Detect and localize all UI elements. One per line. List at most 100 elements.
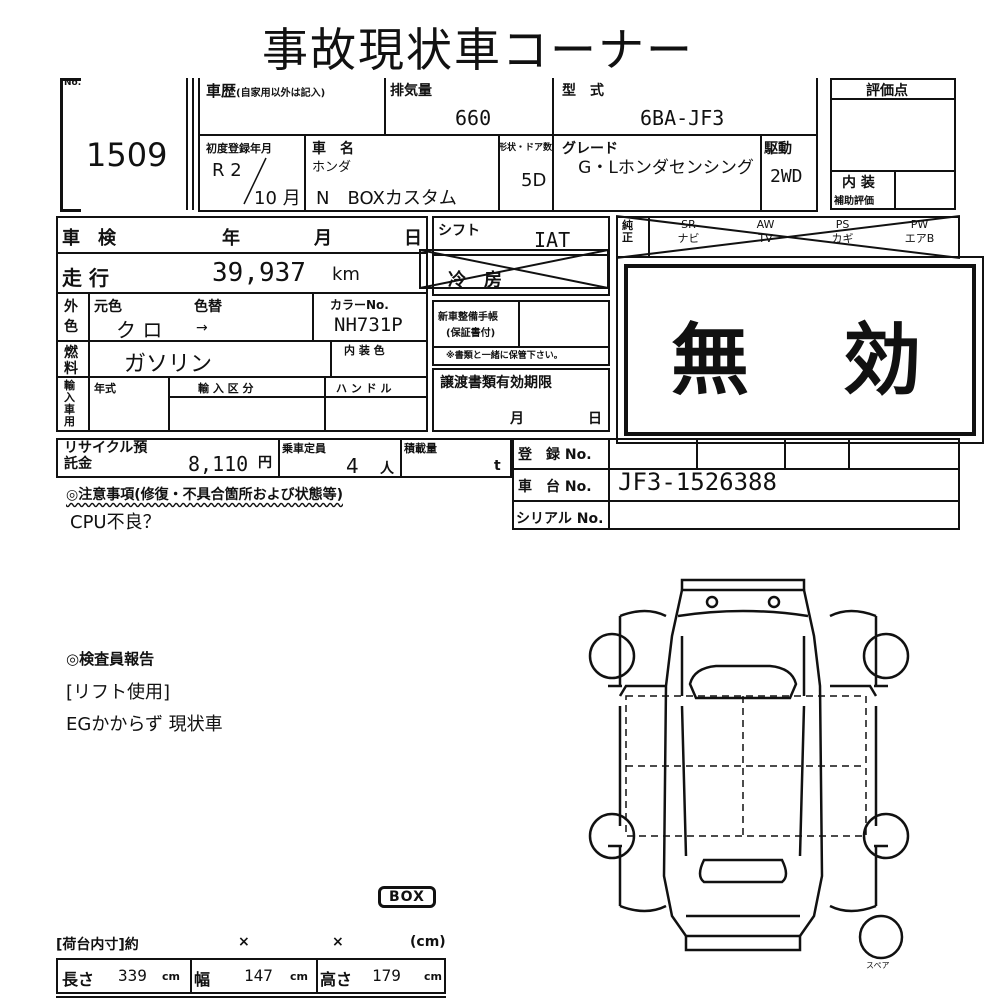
cargo-length-cm: cm (162, 970, 180, 983)
recycle-value: 8,110 (188, 452, 249, 476)
manual-note: ※書類と一緒に保管下さい。 (446, 351, 563, 361)
equipment-cross (616, 215, 960, 259)
displacement-label: 排気量 (390, 83, 432, 99)
recycle-unit: 円 (258, 455, 272, 471)
registration-block (512, 438, 960, 530)
model-label: 型 式 (562, 83, 604, 99)
cargo-times-2: × (332, 934, 344, 950)
registration-label: 登 録 No. (518, 447, 592, 463)
spare-tire-icon (858, 914, 904, 960)
drive-value: 2WD (770, 166, 803, 187)
color-label-b: 色 (64, 319, 78, 335)
equipment-item: エアB (904, 232, 935, 245)
fuel-label-a: 燃 (64, 345, 78, 361)
interior-sub: 補助評価 (834, 196, 874, 207)
drive-label: 駆動 (764, 141, 792, 157)
shift-value: IAT (534, 228, 571, 252)
recycle-block (56, 438, 512, 478)
equipment-item: AW (756, 218, 775, 231)
color-change-label: 色替 (194, 299, 222, 315)
equipment-item: カギ (831, 232, 854, 245)
notes-value: CPU不良？ (70, 512, 161, 533)
first-reg-label: 初度登録年月 (206, 142, 272, 155)
cargo-length-value: 339 (118, 966, 147, 985)
cargo-height-label: 高さ (320, 970, 353, 989)
aircon-label: 冷 房 (448, 270, 502, 291)
aircon-cross (419, 249, 609, 289)
manual-block (432, 300, 610, 366)
car-name-label: 車 名 (312, 141, 354, 157)
cargo-label: [荷台内寸]約 (56, 937, 139, 953)
capacity-value: 4 (346, 454, 359, 478)
grade-value: G・Lホンダセンシング (578, 158, 754, 178)
model-value: 6BA-JF3 (640, 106, 725, 130)
color-arrow: → (196, 320, 208, 336)
car-maker: ホンダ (312, 160, 352, 175)
box-label-text: BOX (389, 889, 425, 905)
color-code-label: カラーNo. (330, 298, 389, 312)
cargo-width-label: 幅 (194, 970, 211, 989)
serial-label: シリアル No. (516, 511, 604, 527)
import-year-label: 年式 (94, 382, 116, 395)
doors-value: 5D (521, 170, 547, 191)
first-reg-month: 10 (254, 188, 277, 209)
inspector-line-1: [リフト使用] (66, 682, 171, 703)
left-info-block (56, 216, 428, 432)
transfer-day: 日 (588, 411, 602, 427)
capacity-label: 乗車定員 (282, 442, 326, 455)
inspection-label: 車 検 (62, 228, 116, 249)
rating-label: 評価点 (866, 83, 908, 99)
first-reg-slash (243, 157, 267, 205)
cargo-width-value: 147 (244, 966, 273, 985)
import-handle-label: ハ ン ド ル (336, 382, 392, 395)
cargo-height-value: 179 (372, 966, 401, 985)
recycle-label: リサイクル預託金 (64, 440, 148, 472)
cargo-height-cm: cm (424, 970, 442, 983)
inspection-year: 年 (222, 228, 240, 249)
lot-bracket (60, 78, 81, 212)
manual-sub: (保証書付) (446, 328, 496, 339)
history-note: (自家用以外は記入) (236, 88, 326, 99)
load-label: 積載量 (404, 442, 437, 455)
rating-box (830, 78, 956, 210)
void-stamp-text: 無 効 (670, 316, 929, 406)
lot-no-label: No. (64, 78, 82, 88)
cargo-table (56, 958, 446, 994)
inspector-line-2: EGかからず 現状車 (66, 714, 223, 735)
capacity-unit: 人 (380, 461, 394, 477)
mileage-value: 39,937 (212, 258, 306, 288)
car-diagram (588, 578, 910, 952)
displacement-value: 660 (455, 106, 492, 130)
shift-label: シフト (438, 223, 480, 239)
grade-label: グレード (562, 141, 618, 157)
transfer-month: 月 (510, 411, 524, 427)
mileage-unit: km (332, 264, 360, 285)
equipment-item: ナビ (677, 232, 700, 245)
cargo-unit-note: (cm) (410, 934, 446, 950)
fuel-value: ガソリン (124, 352, 213, 377)
color-label-a: 外 (64, 299, 78, 315)
interior-color-label: 内 装 色 (344, 344, 385, 357)
transfer-block (432, 368, 610, 432)
first-reg-month-unit: 月 (282, 188, 301, 209)
void-stamp: 無 効 (616, 256, 984, 444)
color-code-value: NH731P (334, 314, 403, 336)
manual-label: 新車整備手帳 (438, 312, 498, 323)
lot-number: 1509 (86, 136, 168, 174)
load-unit: t (494, 458, 501, 474)
fuel-label-b: 料 (64, 361, 78, 377)
header-grid (198, 78, 818, 212)
box-label: BOX (378, 886, 436, 908)
transfer-label: 譲渡書類有効期限 (440, 375, 552, 391)
cargo-times-1: × (238, 934, 250, 950)
equipment-block (616, 216, 960, 258)
inspector-label: ◎検査員報告 (66, 650, 155, 668)
notes-label: ◎注意事項(修復・不具合箇所および状態等) (66, 487, 344, 503)
mileage-label: 走 行 (62, 266, 109, 290)
doors-label: 形状・ドア数 (498, 143, 553, 153)
car-name-value: N BOXカスタム (316, 188, 457, 209)
equipment-label: 純正 (622, 219, 633, 244)
cargo-width-cm: cm (290, 970, 308, 983)
first-reg-era: R 2 (212, 160, 242, 181)
spare-label: スペア (866, 961, 890, 970)
